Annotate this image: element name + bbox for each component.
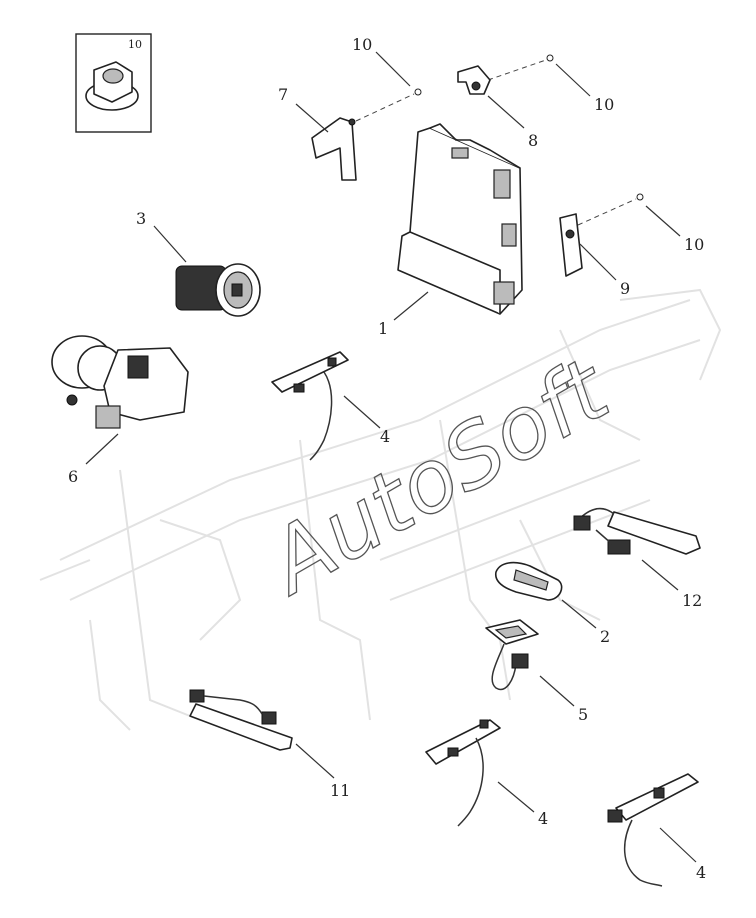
callout-3: 3	[136, 209, 146, 228]
nut-small	[414, 88, 422, 96]
nut-small	[636, 193, 644, 201]
antenna-4-middle	[425, 719, 501, 827]
flange-nut-icon	[85, 61, 139, 111]
callout-6: 6	[68, 467, 78, 486]
leader-lines	[85, 51, 697, 863]
antenna-12	[573, 507, 701, 555]
callout-8: 8	[528, 131, 538, 150]
antenna-11	[189, 689, 293, 751]
bracket-7	[311, 117, 357, 181]
inset-nut-box: 10	[75, 33, 152, 133]
callout-5: 5	[578, 705, 588, 724]
callout-4: 4	[380, 427, 390, 446]
control-module-1	[397, 123, 523, 315]
nut-small	[546, 54, 554, 62]
start-button-3	[175, 263, 261, 317]
callout-12: 12	[682, 591, 702, 610]
callout-10: 10	[594, 95, 614, 114]
callout-2: 2	[600, 627, 610, 646]
antenna-4-bottom	[607, 773, 699, 887]
antenna-4-top	[271, 351, 349, 461]
callout-10: 10	[684, 235, 704, 254]
bracket-9	[559, 213, 583, 277]
callout-labels: 10 10 10 7 8 3 9 1 6 4 12 2 5 11 4 4	[68, 35, 706, 882]
key-fob-2	[494, 561, 563, 601]
callout-11: 11	[330, 781, 350, 800]
crossmember-frame	[39, 288, 722, 731]
inset-label: 10	[128, 38, 142, 51]
callout-4: 4	[538, 809, 548, 828]
bracket-8	[457, 65, 491, 95]
steering-lock-6	[51, 335, 189, 429]
callout-1: 1	[378, 319, 388, 338]
receiver-5	[485, 619, 539, 691]
callout-7: 7	[278, 85, 288, 104]
callout-10: 10	[352, 35, 372, 54]
callout-9: 9	[620, 279, 630, 298]
callout-4: 4	[696, 863, 706, 882]
